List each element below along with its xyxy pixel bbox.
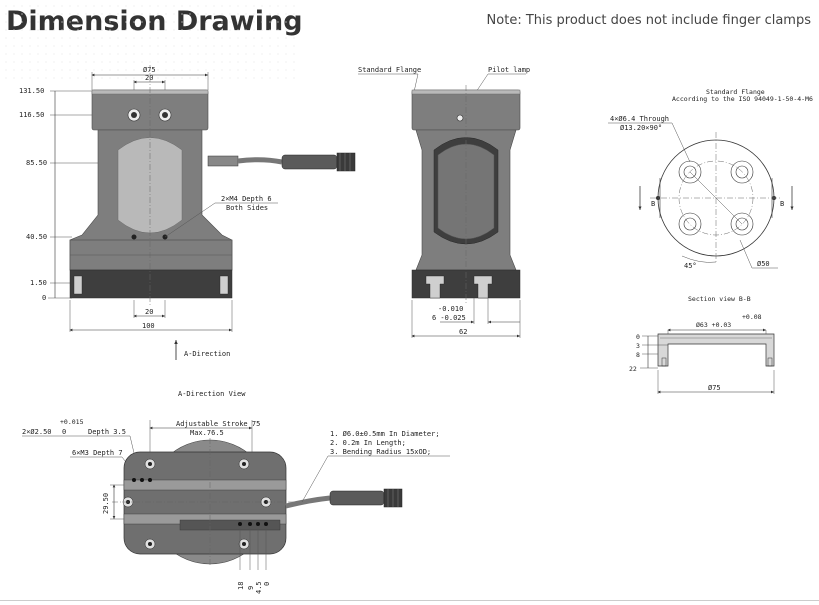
section-letter-right: B (780, 200, 784, 208)
section-view: Section view B-B +0.08 Ø63 +0.03 0 3 8 2… (629, 295, 775, 394)
a-view-title: A-Direction View (178, 390, 246, 398)
dim-bottom-100: 100 (142, 322, 155, 330)
section-label-3: 3 (636, 342, 640, 350)
front-view: Ø75 20 131.50 116.50 85.50 40.50 1.50 0 (19, 65, 356, 360)
dim-top-diameter: Ø75 (143, 66, 156, 74)
cable-note-1: 1. Ø6.0±0.5mm In Diameter; (330, 430, 440, 438)
dim-top-20: 20 (145, 74, 153, 82)
dim-29-50: 29.50 (102, 493, 110, 514)
tol-upper: -0.010 (438, 305, 463, 313)
y-label-85: 85.50 (26, 159, 47, 167)
footer-divider (0, 600, 819, 601)
y-label-1-5: 1.50 (30, 279, 47, 287)
pin-tol: +0.015 (60, 418, 84, 426)
y-label-40: 40.50 (26, 233, 47, 241)
y-label-0: 0 (42, 294, 46, 302)
callout-thread-2: Both Sides (226, 204, 268, 212)
section-dim-outer: Ø75 (708, 384, 721, 392)
flange-view: Standard Flange According to the ISO 940… (608, 88, 813, 270)
pin-spec-2: 0 (62, 428, 66, 436)
section-tol-top: +0.08 (742, 313, 762, 321)
flange-callout-2: Ø13.20×90° (620, 124, 662, 132)
flange-title-1: Standard Flange (706, 88, 765, 96)
bottom-dim-18: 18 (237, 582, 245, 590)
callout-thread-1: 2×M4 Depth 6 (221, 195, 272, 203)
label-lamp: Pilot lamp (488, 66, 530, 74)
section-label-0: 0 (636, 333, 640, 341)
label-flange: Standard Flange (358, 66, 421, 74)
section-title: Section view B-B (688, 295, 751, 303)
bottom-dim-4-5: 4.5 (255, 581, 263, 594)
section-label-22: 22 (629, 365, 637, 373)
bottom-dim-0: 0 (263, 582, 271, 586)
flange-angle: 45° (684, 262, 697, 270)
dim-width-62: 62 (459, 328, 467, 336)
stroke-line-2: Max.76.5 (190, 429, 224, 437)
stroke-line-1: Adjustable Stroke 75 (176, 420, 260, 428)
tol-lower: 6 -0.025 (432, 314, 466, 322)
section-letter-left: B (651, 200, 655, 208)
cable-note-2: 2. 0.2m In Length; (330, 439, 406, 447)
flange-callout-1: 4×Ø6.4 Through (610, 115, 669, 123)
section-dim-inner: Ø63 +0.03 (696, 321, 731, 329)
direction-label: A-Direction (184, 350, 230, 358)
cable-note-3: 3. Bending Radius 15xOD; (330, 448, 431, 456)
bottom-dim-9: 9 (247, 586, 255, 590)
flange-title-2: According to the ISO 94049-1-50-4-M6 (672, 95, 813, 103)
a-direction-view: A-Direction View +0.015 2×Ø2.50 0 Depth … (22, 390, 450, 594)
pin-spec-1: 2×Ø2.50 (22, 428, 52, 436)
pin-spec-3: Depth 3.5 (88, 428, 126, 436)
y-label-131: 131.50 (19, 87, 44, 95)
dot-grid-decoration (5, 5, 295, 79)
flange-diameter: Ø50 (757, 260, 770, 268)
section-label-8: 8 (636, 351, 640, 359)
side-view: Standard Flange Pilot lamp -0.010 6 -0.0… (358, 66, 530, 338)
m3-callout: 6×M3 Depth 7 (72, 449, 123, 457)
dim-bottom-20: 20 (145, 308, 153, 316)
page-note: Note: This product does not include fing… (486, 13, 811, 28)
y-label-116: 116.50 (19, 111, 44, 119)
page-title: Dimension Drawing (6, 6, 303, 37)
